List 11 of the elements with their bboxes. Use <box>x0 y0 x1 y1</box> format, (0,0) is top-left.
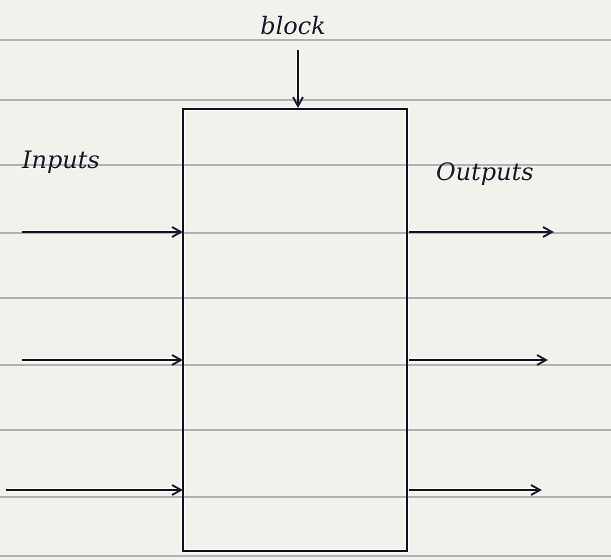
output-arrow <box>409 484 541 496</box>
outputs-label: Outputs <box>436 158 534 186</box>
output-arrow <box>409 354 547 366</box>
input-arrow <box>22 226 182 238</box>
output-arrow <box>409 226 553 238</box>
block-rectangle <box>182 108 408 552</box>
block-label: block <box>253 12 333 46</box>
arrow <box>292 50 304 107</box>
input-arrow <box>6 484 182 496</box>
input-arrow <box>22 354 182 366</box>
inputs-label: Inputs <box>22 146 100 174</box>
